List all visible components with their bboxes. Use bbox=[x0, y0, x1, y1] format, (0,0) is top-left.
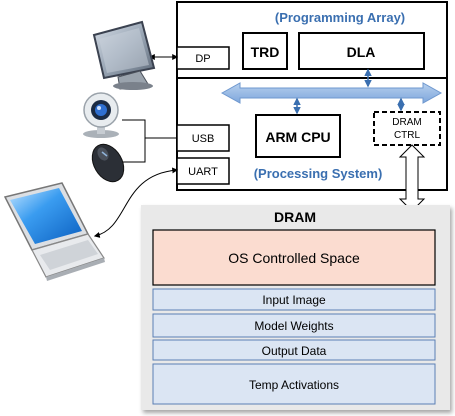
dram-panel: DRAM OS Controlled Space Input Image Mod… bbox=[141, 205, 450, 410]
system-bus-arrow bbox=[220, 82, 443, 104]
dp-port: DP bbox=[176, 46, 230, 70]
dla-block: DLA bbox=[298, 32, 425, 70]
temp-activations-label: Temp Activations bbox=[249, 378, 339, 392]
dram-title: DRAM bbox=[274, 209, 316, 225]
model-weights-region bbox=[152, 313, 436, 338]
laptop-icon bbox=[3, 182, 105, 281]
os-controlled-space-label: OS Controlled Space bbox=[228, 250, 360, 266]
temp-activations-region bbox=[152, 363, 436, 405]
programming-array-title: (Programming Array) bbox=[275, 10, 405, 25]
webcam-icon bbox=[83, 92, 119, 138]
processing-system-title: (Processing System) bbox=[254, 166, 383, 181]
dram-ctrl-label-line2: CTRL bbox=[394, 130, 421, 141]
usb-port: USB bbox=[176, 124, 230, 152]
usb-label: USB bbox=[192, 133, 215, 145]
arm-cpu-block: ARM CPU bbox=[255, 114, 341, 158]
trd-label: TRD bbox=[251, 44, 280, 60]
trd-block: TRD bbox=[242, 32, 288, 70]
uart-label: UART bbox=[188, 166, 218, 178]
mouse-icon bbox=[91, 143, 125, 183]
output-data-label: Output Data bbox=[262, 344, 327, 358]
output-data-region bbox=[152, 339, 436, 361]
os-controlled-space-region bbox=[152, 229, 436, 286]
dram-ctrl-label-line1: DRAM bbox=[392, 117, 421, 128]
usb-links bbox=[122, 119, 177, 163]
arm-cpu-label: ARM CPU bbox=[265, 129, 330, 145]
input-image-region bbox=[152, 288, 436, 311]
dp-label: DP bbox=[195, 53, 210, 65]
processing-system-block: ARM CPU DRAM CTRL (Processing System) US… bbox=[176, 68, 448, 191]
dram-ctrl-block: DRAM CTRL bbox=[373, 111, 441, 146]
uart-laptop-link bbox=[93, 167, 179, 238]
programming-array-block: (Programming Array) TRD DLA DP bbox=[176, 1, 448, 79]
uart-port: UART bbox=[176, 157, 230, 185]
model-weights-label: Model Weights bbox=[254, 319, 333, 333]
touchscreen-monitor-icon bbox=[92, 20, 156, 90]
input-image-label: Input Image bbox=[262, 293, 326, 307]
dla-label: DLA bbox=[347, 44, 376, 60]
